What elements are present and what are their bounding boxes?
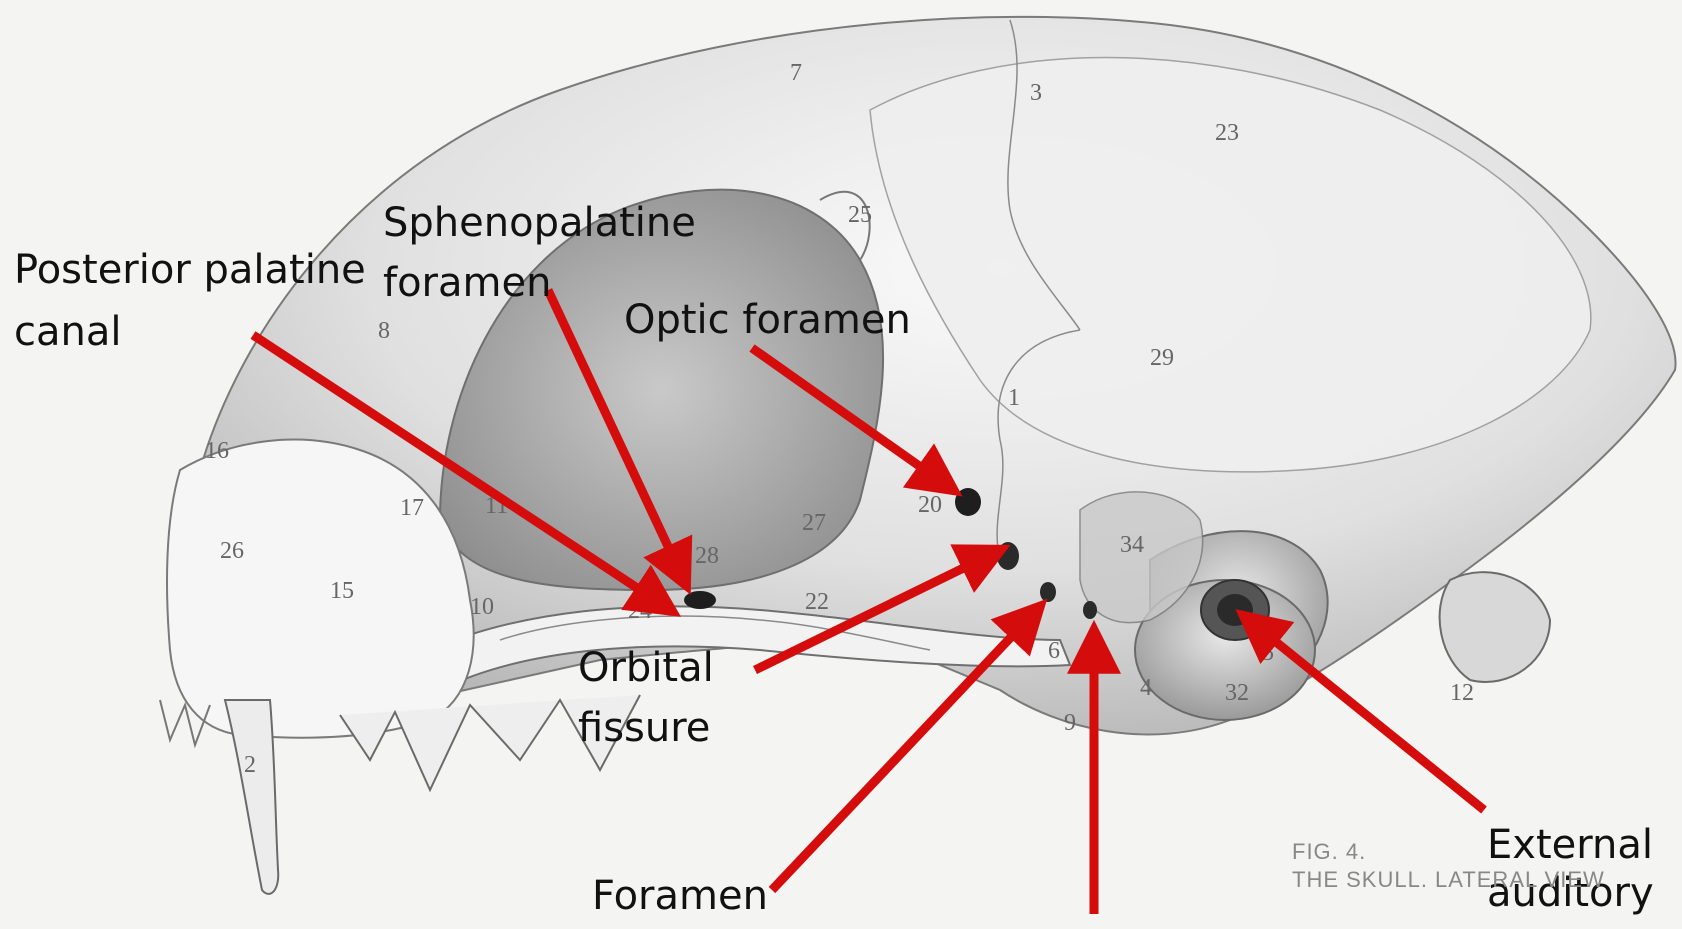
bone-number-3: 3 xyxy=(1030,80,1042,106)
bone-number-26: 26 xyxy=(220,538,244,564)
bone-number-7: 7 xyxy=(790,60,802,86)
bone-number-1: 1 xyxy=(1008,385,1020,411)
bone-number-22: 22 xyxy=(805,589,829,615)
bone-number-16: 16 xyxy=(205,438,229,464)
bone-number-6: 6 xyxy=(1048,638,1060,664)
foramen-rotundum xyxy=(1040,582,1056,602)
bone-number-20: 20 xyxy=(918,492,942,518)
label-posterior-palatine-canal: Posterior palatine canal xyxy=(14,247,366,355)
bone-number-8: 8 xyxy=(378,318,390,344)
bone-number-27: 27 xyxy=(802,510,826,536)
bone-number-2: 2 xyxy=(244,752,256,778)
bone-number-17: 17 xyxy=(400,495,424,521)
orbital-fissure xyxy=(997,542,1019,570)
bone-number-24: 24 xyxy=(628,598,652,624)
label-line: Sphenopalatine xyxy=(383,200,696,246)
bone-number-15: 15 xyxy=(330,578,354,604)
label-line: canal xyxy=(14,309,366,355)
figure-number: FIG. 4. xyxy=(1292,838,1605,866)
bone-number-4: 4 xyxy=(1140,675,1152,701)
figure-title: THE SKULL. LATERAL VIEW xyxy=(1292,866,1605,894)
bone-number-12: 12 xyxy=(1450,680,1474,706)
bone-number-34: 34 xyxy=(1120,532,1144,558)
label-line: fissure xyxy=(578,705,714,751)
label-line: Orbital xyxy=(578,645,714,691)
label-sphenopalatine-foramen: Sphenopalatine foramen xyxy=(383,200,696,306)
bone-number-23: 23 xyxy=(1215,120,1239,146)
label-foramen: Foramen xyxy=(592,873,768,919)
label-optic-foramen: Optic foramen xyxy=(624,297,911,343)
optic-foramen xyxy=(955,488,981,516)
canine-tooth xyxy=(225,700,278,894)
bone-number-32: 32 xyxy=(1225,680,1249,706)
bone-number-9: 9 xyxy=(1064,710,1076,736)
bone-number-29: 29 xyxy=(1150,345,1174,371)
bone-number-10: 10 xyxy=(470,594,494,620)
figure-caption: FIG. 4. THE SKULL. LATERAL VIEW xyxy=(1292,838,1605,894)
label-line: Posterior palatine xyxy=(14,247,366,293)
sphenopalatine-foramen xyxy=(684,591,716,609)
bone-number-28: 28 xyxy=(695,543,719,569)
label-orbital-fissure: Orbital fissure xyxy=(578,645,714,751)
bone-number-25: 25 xyxy=(848,202,872,228)
